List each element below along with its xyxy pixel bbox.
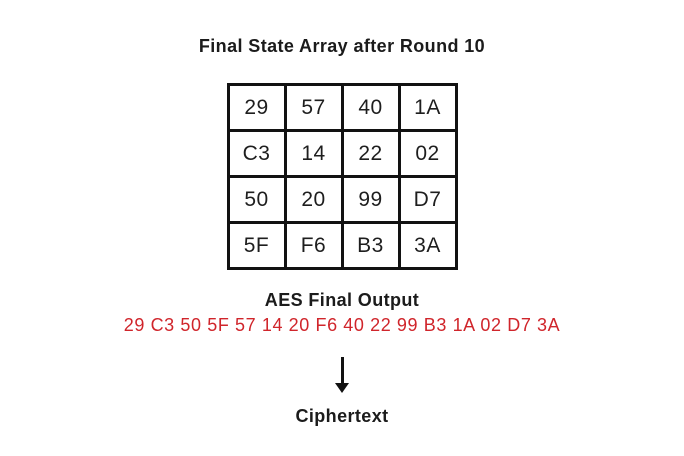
state-cell: 02 [397,129,458,178]
state-cell: 1A [397,83,458,132]
down-arrow-head [335,383,349,393]
state-cell: 99 [340,175,401,224]
state-cell: 14 [283,129,344,178]
state-array-row: C3 14 22 02 [226,129,458,178]
ciphertext-label: Ciphertext [295,406,389,426]
aes-final-output-label: AES Final Output [264,290,420,310]
state-array-row: 5F F6 B3 3A [226,221,458,270]
state-array-row: 29 57 40 1A [226,83,458,132]
diagram-title: Final State Array after Round 10 [198,36,486,56]
state-cell: 5F [226,221,287,270]
state-array-row: 50 20 99 D7 [226,175,458,224]
down-arrow-icon [335,357,349,393]
state-cell: 57 [283,83,344,132]
state-cell: 29 [226,83,287,132]
state-array-table: 29 57 40 1A C3 14 22 02 50 20 99 D7 [226,83,458,270]
state-cell: D7 [397,175,458,224]
state-cell: B3 [340,221,401,270]
aes-final-output-value: 29 C3 50 5F 57 14 20 F6 40 22 99 B3 1A 0… [123,315,561,335]
state-cell: 3A [397,221,458,270]
state-cell: C3 [226,129,287,178]
state-cell: F6 [283,221,344,270]
diagram-stack: Final State Array after Round 10 29 57 4… [123,36,561,426]
state-cell: 50 [226,175,287,224]
down-arrow-stem [340,357,344,383]
state-cell: 22 [340,129,401,178]
state-cell: 40 [340,83,401,132]
state-cell: 20 [283,175,344,224]
